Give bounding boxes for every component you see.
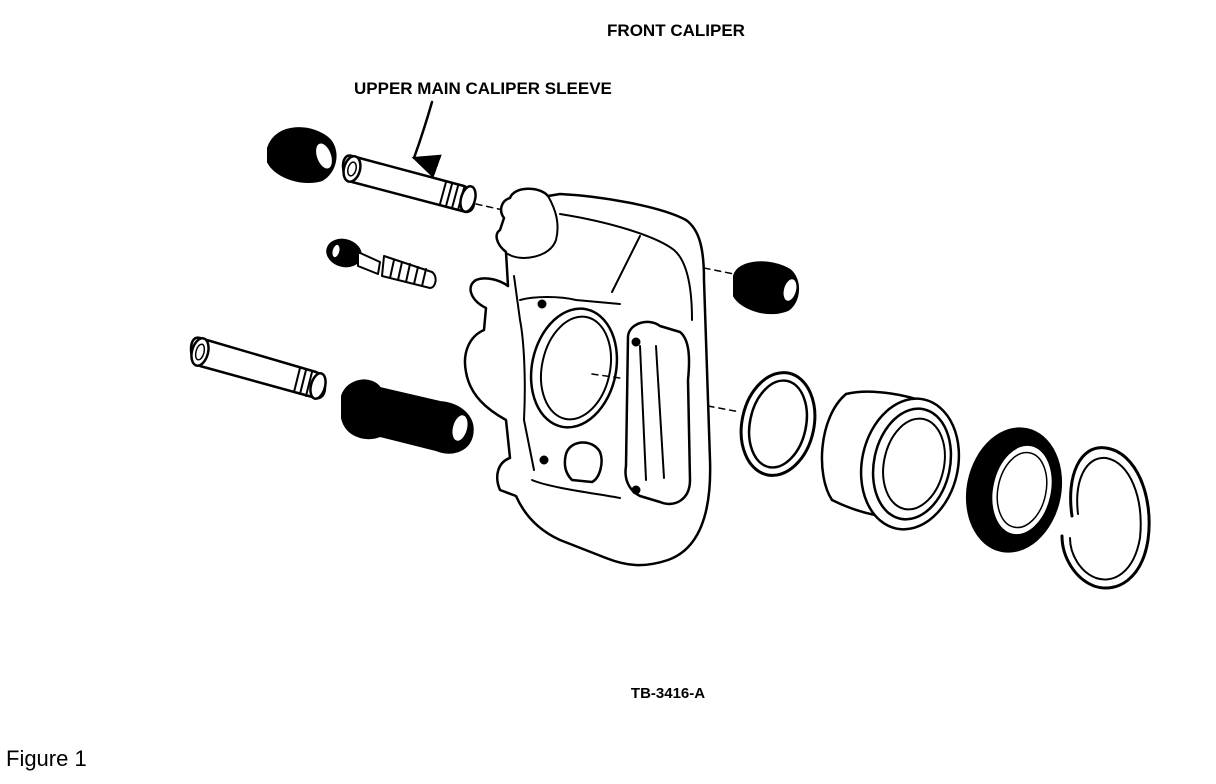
rear-dust-boot [733,261,799,315]
bleeder-screw [326,238,437,289]
drawing-code: TB-3416-A [631,685,705,702]
assembly-line-piston [707,405,741,413]
lower-sleeve-boot [341,379,474,454]
figure-caption: Figure 1 [6,746,87,771]
upper-main-caliper-sleeve [341,154,477,214]
piston-seal [739,371,817,477]
assembly-line-rear [703,267,735,275]
piston-dust-seal [965,427,1063,553]
assembly-line-upper [475,203,513,213]
lower-caliper-sleeve [189,336,327,400]
caliper-piston [820,390,961,531]
diagram-title: FRONT CALIPER [607,21,745,40]
callout-label: UPPER MAIN CALIPER SLEEVE [354,79,612,98]
caliper-housing [463,187,712,567]
callout-arrow [411,100,442,179]
upper-dust-boot [267,127,337,183]
retaining-ring [1060,446,1151,590]
